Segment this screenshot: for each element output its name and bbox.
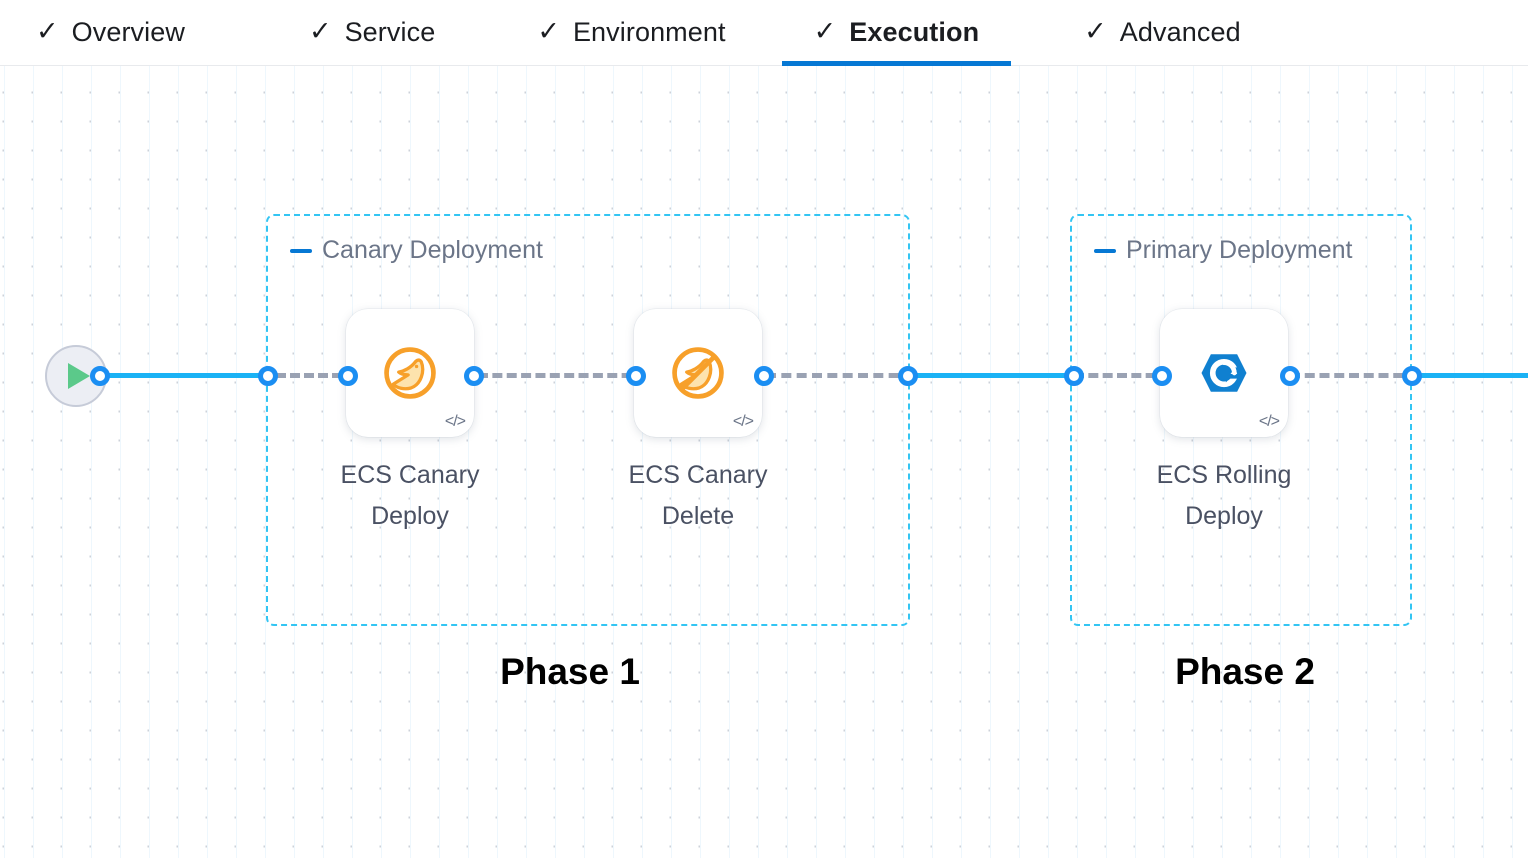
- connector-solid-end: [1412, 373, 1528, 378]
- connector-dot-group1-out[interactable]: [898, 366, 918, 386]
- connector-dot-start-out[interactable]: [90, 366, 110, 386]
- code-badge-icon: </>: [444, 413, 466, 430]
- tab-label: Advanced: [1119, 17, 1241, 47]
- connector-dashed-4: [1074, 373, 1170, 378]
- connector-solid-between-groups: [906, 373, 1078, 378]
- group-canary-deployment[interactable]: Canary Deployment: [266, 214, 910, 626]
- rolling-deploy-icon: [1201, 354, 1247, 392]
- tab-advanced[interactable]: ✓ Advanced: [1084, 0, 1241, 66]
- connector-dashed-1: [276, 373, 356, 378]
- tab-label: Overview: [71, 17, 185, 47]
- check-icon: ✓: [1084, 15, 1107, 46]
- phase-label-2: Phase 2: [1175, 651, 1315, 692]
- canary-bird-icon: [384, 347, 436, 399]
- connector-dashed-3: [766, 373, 914, 378]
- connector-dot-group2-in[interactable]: [1064, 366, 1084, 386]
- connector-dot-group2-out[interactable]: [1402, 366, 1422, 386]
- tab-execution[interactable]: ✓ Execution: [781, 0, 1012, 66]
- group-title: Primary Deployment: [1126, 236, 1353, 264]
- connector-dot-group1-in[interactable]: [258, 366, 278, 386]
- check-icon: ✓: [813, 15, 837, 46]
- minus-icon[interactable]: [1094, 248, 1116, 253]
- node-label-line1: ECS Canary: [340, 461, 480, 489]
- code-badge-icon: </>: [732, 413, 754, 430]
- connector-dot-node1-in[interactable]: [338, 366, 358, 386]
- check-icon: ✓: [537, 15, 560, 46]
- connector-dot-node3-in[interactable]: [1152, 366, 1172, 386]
- play-icon: [68, 363, 90, 389]
- node-ecs-canary-delete[interactable]: </> ECS Canary Delete: [629, 309, 803, 538]
- tab-active-underline: [781, 60, 1012, 66]
- tab-label: Service: [344, 17, 436, 47]
- group-title: Canary Deployment: [322, 236, 543, 264]
- node-label-line2: Deploy: [1185, 502, 1263, 531]
- node-box[interactable]: </>: [1160, 309, 1288, 437]
- check-icon: ✓: [36, 15, 59, 46]
- node-label: ECS Canary Deploy: [305, 455, 515, 538]
- group-header: Primary Deployment: [1094, 236, 1352, 265]
- connector-dot-node1-out[interactable]: [464, 366, 484, 386]
- node-label-line1: ECS Rolling: [1156, 461, 1292, 489]
- connector-dashed-5: [1290, 373, 1418, 378]
- code-badge-icon: </>: [1258, 413, 1280, 430]
- node-label: ECS Rolling Deploy: [1119, 455, 1329, 538]
- connector-dashed-2: [478, 373, 646, 378]
- node-label-line2: Deploy: [371, 502, 449, 531]
- connector-dot-node2-in[interactable]: [626, 366, 646, 386]
- tab-label: Execution: [849, 17, 980, 47]
- tab-environment[interactable]: ✓ Environment: [537, 0, 725, 66]
- phase-label-1: Phase 1: [500, 651, 640, 692]
- pipeline-tab-bar: ✓ Overview ✓ Service ✓ Environment ✓ Exe…: [0, 0, 1528, 66]
- canary-bird-slash-icon: [672, 347, 724, 399]
- node-ecs-canary-deploy[interactable]: </> ECS Canary Deploy: [341, 309, 515, 538]
- node-label: ECS Canary Delete: [593, 455, 803, 538]
- connector-dot-node2-out[interactable]: [754, 366, 774, 386]
- tab-label: Environment: [572, 17, 726, 47]
- node-box[interactable]: </>: [346, 309, 474, 437]
- pipeline-canvas[interactable]: Canary Deployment </> ECS Canary Deploy …: [0, 66, 1528, 858]
- tab-service[interactable]: ✓ Service: [309, 0, 435, 66]
- node-label-line1: ECS Canary: [628, 461, 768, 489]
- node-ecs-rolling-deploy[interactable]: </> ECS Rolling Deploy: [1157, 309, 1329, 538]
- group-header: Canary Deployment: [290, 236, 543, 265]
- node-label-line2: Delete: [661, 502, 735, 531]
- tab-overview[interactable]: ✓ Overview: [36, 0, 185, 66]
- node-box[interactable]: </>: [634, 309, 762, 437]
- group-primary-deployment[interactable]: Primary Deployment: [1070, 214, 1412, 626]
- check-icon: ✓: [308, 15, 332, 46]
- connector-solid-start: [96, 373, 276, 378]
- minus-icon[interactable]: [290, 248, 312, 253]
- connector-dot-node3-out[interactable]: [1280, 366, 1300, 386]
